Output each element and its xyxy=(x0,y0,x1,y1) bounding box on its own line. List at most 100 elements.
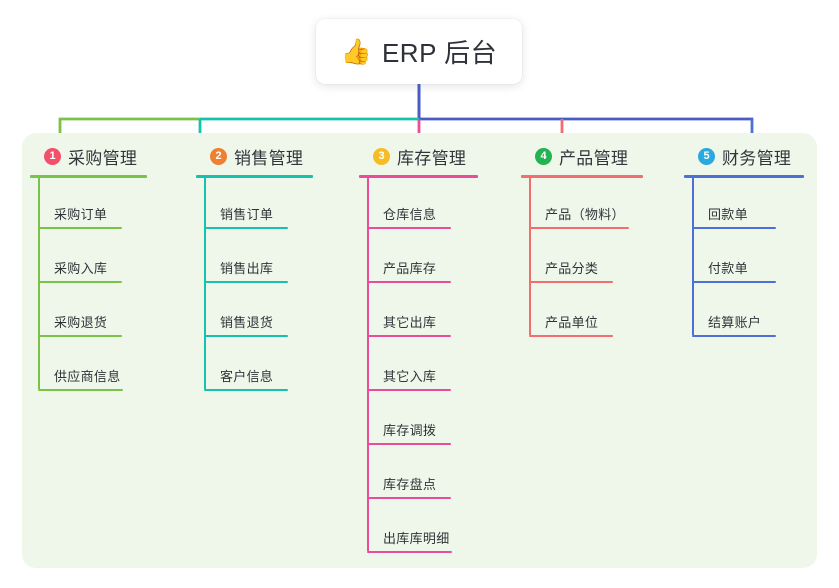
leaf-item-rule xyxy=(367,497,451,499)
leaf-item-rule xyxy=(367,443,451,445)
column-number-badge: 1 xyxy=(44,147,61,165)
leaf-item-label: 其它出库 xyxy=(383,315,437,330)
leaf-item[interactable]: 仓库信息 xyxy=(359,178,478,232)
leaf-item-label: 其它入库 xyxy=(383,369,437,384)
leaf-item[interactable]: 产品分类 xyxy=(521,232,643,286)
column-header-3[interactable]: 3 库存管理 xyxy=(359,143,478,169)
leaf-item[interactable]: 付款单 xyxy=(684,232,804,286)
leaf-item-label: 仓库信息 xyxy=(383,207,437,222)
column-header-rule xyxy=(521,175,643,178)
leaf-item-label: 库存盘点 xyxy=(383,477,437,492)
leaf-item-rule xyxy=(529,227,629,229)
leaf-item[interactable]: 销售出库 xyxy=(196,232,313,286)
leaf-item[interactable]: 销售订单 xyxy=(196,178,313,232)
thumbs-up-icon: 👍 xyxy=(340,38,372,66)
column-number-badge: 4 xyxy=(535,147,552,165)
leaf-item-label: 出库库明细 xyxy=(383,531,450,546)
leaf-item-rule xyxy=(367,227,451,229)
leaf-item-label: 库存调拨 xyxy=(383,423,437,438)
leaf-item-label: 供应商信息 xyxy=(54,369,121,384)
leaf-item-rule xyxy=(692,335,776,337)
column-number-badge: 5 xyxy=(698,147,715,165)
column-header-rule xyxy=(359,175,478,178)
leaf-item-rule xyxy=(692,281,776,283)
leaf-item-label: 销售出库 xyxy=(220,261,274,276)
leaf-item-rule xyxy=(367,335,451,337)
leaf-item[interactable]: 采购退货 xyxy=(30,286,147,340)
column-header-rule xyxy=(30,175,147,178)
column-header-1[interactable]: 1 采购管理 xyxy=(30,143,147,169)
column-items: 产品（物料） 产品分类产品单位 xyxy=(521,178,643,340)
leaf-item-label: 结算账户 xyxy=(708,315,762,330)
column-3: 3 库存管理仓库信息产品库存其它出库其它入库库存调拨库存盘点出库库明细 xyxy=(359,143,478,556)
column-header-2[interactable]: 2 销售管理 xyxy=(196,143,313,169)
column-title: 财务管理 xyxy=(722,148,792,168)
column-spine xyxy=(204,178,206,389)
leaf-item[interactable]: 结算账户 xyxy=(684,286,804,340)
leaf-item-label: 销售订单 xyxy=(220,207,274,222)
column-number-badge: 2 xyxy=(210,147,227,165)
leaf-item[interactable]: 库存调拨 xyxy=(359,394,478,448)
column-2: 2 销售管理销售订单销售出库销售退货客户信息 xyxy=(196,143,313,394)
leaf-item-label: 产品分类 xyxy=(545,261,599,276)
leaf-item[interactable]: 采购入库 xyxy=(30,232,147,286)
leaf-item[interactable]: 供应商信息 xyxy=(30,340,147,394)
leaf-item[interactable]: 回款单 xyxy=(684,178,804,232)
column-spine xyxy=(529,178,531,335)
leaf-item-rule xyxy=(692,227,776,229)
leaf-item-rule xyxy=(367,551,452,553)
leaf-item[interactable]: 库存盘点 xyxy=(359,448,478,502)
leaf-item[interactable]: 客户信息 xyxy=(196,340,313,394)
leaf-item[interactable]: 采购订单 xyxy=(30,178,147,232)
root-node-card[interactable]: 👍 ERP 后台 xyxy=(316,19,522,84)
leaf-item[interactable]: 其它出库 xyxy=(359,286,478,340)
leaf-item[interactable]: 产品（物料） xyxy=(521,178,643,232)
leaf-item-rule xyxy=(38,389,123,391)
column-title: 销售管理 xyxy=(234,148,304,168)
leaf-item-rule xyxy=(529,281,613,283)
column-items: 采购订单采购入库采购退货供应商信息 xyxy=(30,178,147,394)
leaf-item-rule xyxy=(367,389,451,391)
leaf-item-label: 产品库存 xyxy=(383,261,437,276)
leaf-item-rule xyxy=(204,281,288,283)
leaf-item[interactable]: 产品单位 xyxy=(521,286,643,340)
leaf-item[interactable]: 其它入库 xyxy=(359,340,478,394)
column-1: 1 采购管理采购订单采购入库采购退货供应商信息 xyxy=(30,143,147,394)
leaf-item-rule xyxy=(529,335,613,337)
leaf-item-label: 采购订单 xyxy=(54,207,108,222)
column-5: 5 财务管理回款单付款单结算账户 xyxy=(684,143,804,340)
leaf-item-rule xyxy=(38,335,122,337)
column-4: 4 产品管理产品（物料） 产品分类产品单位 xyxy=(521,143,643,340)
leaf-item-rule xyxy=(204,389,288,391)
column-header-rule xyxy=(196,175,313,178)
column-title: 库存管理 xyxy=(397,148,467,168)
column-items: 回款单付款单结算账户 xyxy=(684,178,804,340)
leaf-item-label: 产品（物料） xyxy=(545,207,625,222)
column-spine xyxy=(38,178,40,389)
leaf-item[interactable]: 产品库存 xyxy=(359,232,478,286)
leaf-item[interactable]: 销售退货 xyxy=(196,286,313,340)
diagram-panel xyxy=(22,133,817,568)
leaf-item-rule xyxy=(38,227,122,229)
leaf-item-label: 回款单 xyxy=(708,207,748,222)
column-items: 销售订单销售出库销售退货客户信息 xyxy=(196,178,313,394)
leaf-item-label: 采购退货 xyxy=(54,315,108,330)
column-title: 产品管理 xyxy=(559,148,629,168)
column-header-4[interactable]: 4 产品管理 xyxy=(521,143,643,169)
column-spine xyxy=(367,178,369,551)
column-header-5[interactable]: 5 财务管理 xyxy=(684,143,804,169)
column-title: 采购管理 xyxy=(68,148,138,168)
column-items: 仓库信息产品库存其它出库其它入库库存调拨库存盘点出库库明细 xyxy=(359,178,478,556)
column-number-badge: 3 xyxy=(373,147,390,165)
leaf-item-rule xyxy=(204,335,288,337)
leaf-item-label: 采购入库 xyxy=(54,261,108,276)
leaf-item-label: 产品单位 xyxy=(545,315,599,330)
leaf-item-rule xyxy=(367,281,451,283)
leaf-item-rule xyxy=(204,227,288,229)
leaf-item-rule xyxy=(38,281,122,283)
leaf-item[interactable]: 出库库明细 xyxy=(359,502,478,556)
leaf-item-label: 客户信息 xyxy=(220,369,274,384)
column-spine xyxy=(692,178,694,335)
root-node-title: ERP 后台 xyxy=(381,38,498,68)
column-header-rule xyxy=(684,175,804,178)
